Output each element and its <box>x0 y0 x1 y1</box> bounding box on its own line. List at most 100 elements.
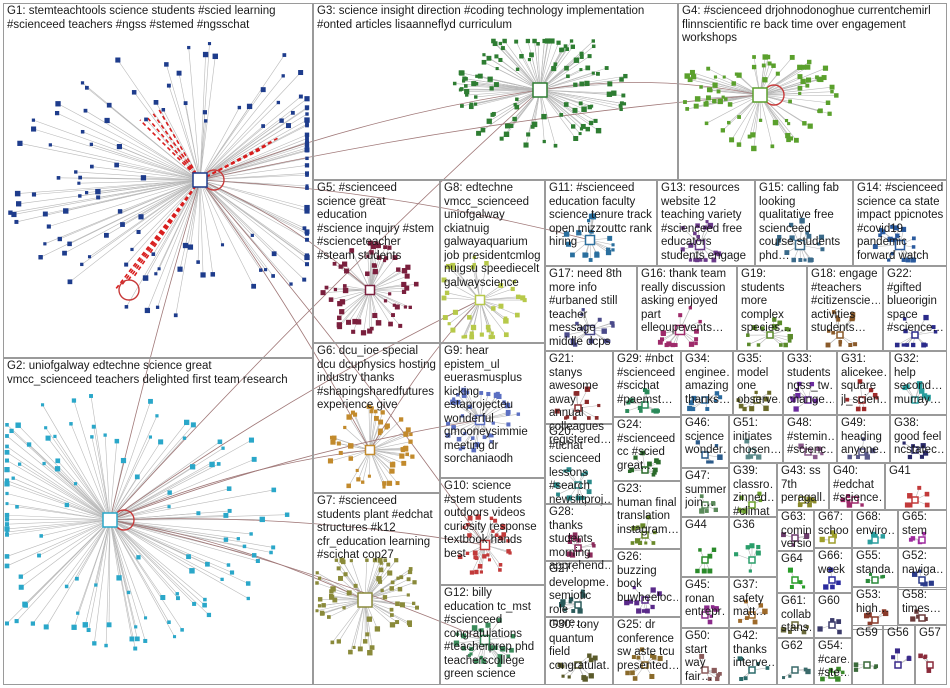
node <box>570 44 576 49</box>
node <box>490 112 495 117</box>
node <box>681 226 685 230</box>
node <box>758 118 763 122</box>
group-label-g30: G30: tony quantum field congratulat… <box>549 619 610 672</box>
node <box>640 523 646 529</box>
edge <box>199 179 308 265</box>
node <box>568 534 573 540</box>
node <box>688 258 693 262</box>
node <box>92 641 97 646</box>
hub-node <box>851 496 859 504</box>
node <box>593 118 598 123</box>
edge <box>199 165 308 181</box>
group-box-g43: G43: ss 7th peragall… <box>777 463 829 511</box>
node <box>747 342 751 347</box>
node <box>631 526 636 531</box>
node <box>469 652 473 656</box>
edge <box>90 395 111 521</box>
node <box>398 417 404 422</box>
node <box>809 497 815 503</box>
node <box>713 250 718 255</box>
node <box>851 316 856 320</box>
node <box>831 533 837 539</box>
node <box>782 676 786 680</box>
node <box>469 570 475 575</box>
hub-node <box>766 331 774 339</box>
node <box>71 624 77 630</box>
node <box>444 290 450 296</box>
node <box>568 597 574 602</box>
node <box>779 343 783 347</box>
group-box-g3: G3: science insight direction #coding te… <box>313 3 678 180</box>
node <box>465 93 469 97</box>
node <box>818 234 825 240</box>
node <box>880 534 886 539</box>
node <box>830 618 835 623</box>
edge <box>479 296 519 301</box>
node <box>461 335 465 339</box>
node <box>94 583 98 587</box>
edge <box>363 289 371 333</box>
node <box>486 391 491 397</box>
node <box>685 107 690 111</box>
edge <box>109 489 274 521</box>
edge <box>42 404 111 521</box>
edge <box>539 40 549 91</box>
node <box>263 268 268 272</box>
node <box>44 426 48 430</box>
node <box>351 329 356 334</box>
node <box>933 330 938 334</box>
node <box>809 381 815 387</box>
edge <box>13 179 201 215</box>
node <box>236 537 240 541</box>
node <box>161 108 166 112</box>
node <box>271 274 275 278</box>
node <box>497 618 502 623</box>
node <box>304 147 310 153</box>
node <box>747 134 752 139</box>
node <box>246 103 253 110</box>
node <box>502 400 506 404</box>
edge <box>369 429 409 451</box>
node <box>151 252 156 256</box>
hub-node <box>364 444 376 456</box>
node <box>827 111 832 116</box>
node <box>738 509 742 513</box>
edge <box>57 468 111 521</box>
node <box>487 433 492 438</box>
node <box>63 208 69 214</box>
node <box>597 403 601 408</box>
edge <box>119 146 201 181</box>
node <box>566 495 572 501</box>
node <box>450 262 456 268</box>
node <box>607 339 611 343</box>
node <box>89 164 94 169</box>
inter-group-edge <box>539 81 761 96</box>
node <box>103 232 109 238</box>
edge <box>351 250 371 291</box>
node <box>688 341 695 347</box>
node <box>846 494 851 498</box>
hub-node <box>911 446 919 454</box>
node <box>855 406 861 412</box>
node <box>736 398 741 402</box>
node <box>187 244 194 250</box>
node <box>629 467 635 473</box>
node <box>923 314 929 321</box>
node <box>54 466 61 472</box>
edge <box>77 519 111 614</box>
node <box>502 38 507 44</box>
node <box>91 424 96 429</box>
node <box>736 142 742 147</box>
node <box>366 404 372 409</box>
node <box>321 611 325 616</box>
node <box>304 132 310 137</box>
group-box-g7: G7: #scienceed students plant #edchat st… <box>313 493 440 685</box>
node <box>788 674 792 678</box>
group-box-g45: G45: ronan entrepr… <box>681 577 729 628</box>
edge <box>369 411 372 451</box>
node <box>493 392 500 398</box>
edge <box>91 436 111 521</box>
node <box>727 120 731 125</box>
node <box>553 482 560 488</box>
node <box>401 268 408 274</box>
